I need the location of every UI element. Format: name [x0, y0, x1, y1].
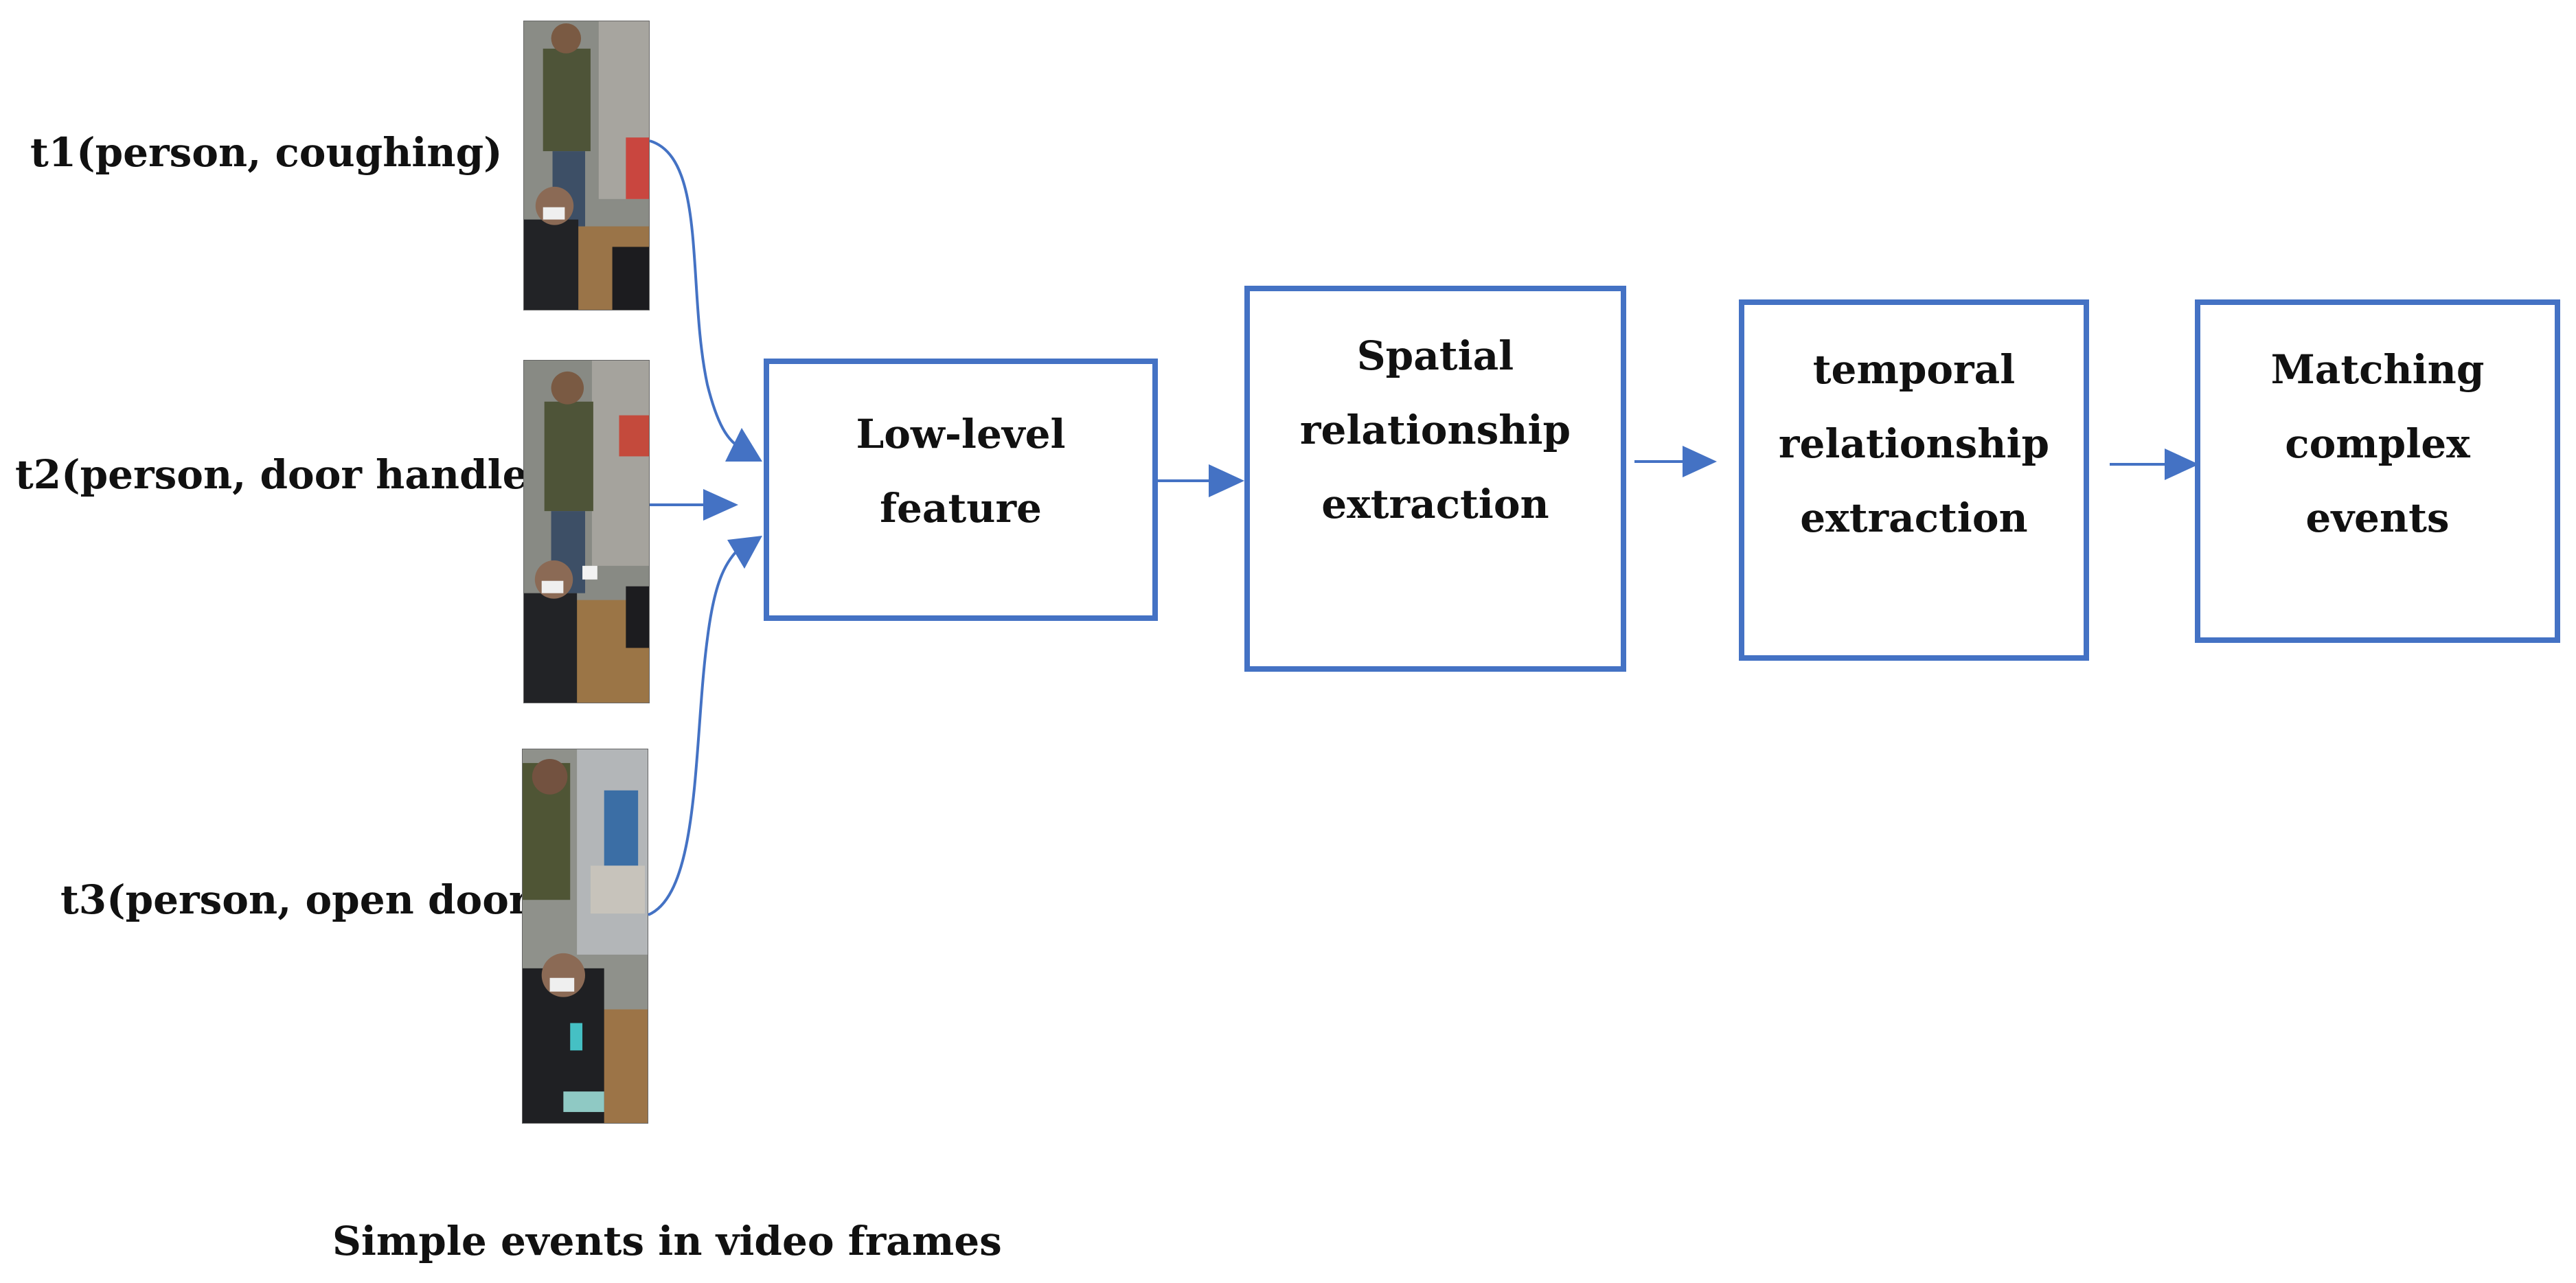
straight-arrow-t2-head: [703, 489, 738, 521]
arrow-step2-to-step3-head: [1683, 446, 1717, 477]
step-label-spatial-relationship: Spatial relationship extraction: [1299, 332, 1571, 527]
curve-arrow-t3-head: [727, 536, 762, 569]
video-frame-t3-image: [523, 749, 648, 1123]
step-label-temporal-relationship: temporal relationship extraction: [1778, 346, 2050, 541]
frame-label-t2: t2(person, door handle): [15, 451, 547, 498]
video-frame-t3: [522, 749, 648, 1124]
frame-label-t3: t3(person, open door): [60, 876, 549, 923]
curve-arrow-t1-head: [725, 428, 762, 462]
step-label-low-level-feature: Low-level feature: [856, 411, 1066, 532]
video-frame-t2-image: [524, 361, 649, 703]
video-frame-t1-image: [524, 21, 649, 310]
frame-label-t1: t1(person, coughing): [30, 129, 503, 176]
arrow-step3-to-step4-head: [2165, 449, 2199, 480]
step-box-spatial-relationship: Spatial relationship extraction: [1244, 286, 1626, 672]
step-box-temporal-relationship: temporal relationship extraction: [1739, 299, 2089, 661]
arrow-step1-to-step2-head: [1209, 464, 1244, 497]
video-frame-t2: [523, 360, 650, 703]
video-frame-t1: [523, 21, 650, 310]
step-box-low-level-feature: Low-level feature: [764, 359, 1158, 621]
step-label-matching-complex-events: Matching complex events: [2270, 346, 2485, 541]
figure-caption: Simple events in video frames: [332, 1218, 1002, 1264]
curve-arrow-t1: [649, 139, 740, 448]
step-box-matching-complex-events: Matching complex events: [2195, 299, 2560, 643]
curve-arrow-t3: [648, 548, 740, 916]
